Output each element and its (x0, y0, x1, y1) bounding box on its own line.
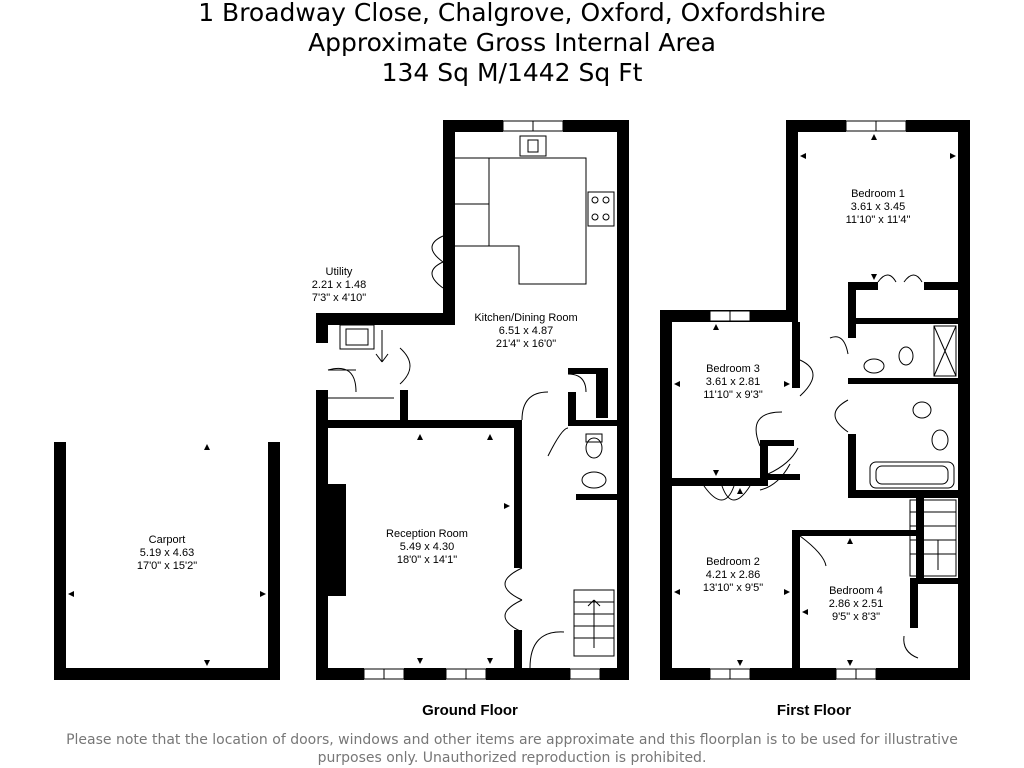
ground-floor-label: Ground Floor (422, 702, 518, 719)
carport-imperial: 17'0" x 15'2" (137, 560, 197, 572)
bedroom1-name: Bedroom 1 (851, 188, 905, 200)
first-floor-label: First Floor (777, 702, 851, 719)
carport-walls (54, 442, 280, 680)
ground-floor-walls (316, 120, 629, 680)
bedroom4-metric: 2.86 x 2.51 (829, 598, 883, 610)
bedroom2-metric: 4.21 x 2.86 (706, 569, 760, 581)
bedroom3-name: Bedroom 3 (706, 363, 760, 375)
fixtures (327, 135, 957, 669)
property-address: 1 Broadway Close, Chalgrove, Oxford, Oxf… (198, 0, 826, 27)
bedroom2-name: Bedroom 2 (706, 556, 760, 568)
room-labels: Utility 2.21 x 1.48 7'3" x 4'10" Kitchen… (137, 188, 911, 719)
disclaimer-line-2: purposes only. Unauthorized reproduction… (317, 750, 707, 766)
kitchen-name: Kitchen/Dining Room (474, 312, 577, 324)
window-bars (383, 121, 877, 679)
kitchen-metric: 6.51 x 4.87 (499, 325, 553, 337)
kitchen-imperial: 21'4" x 16'0" (496, 338, 556, 350)
bedroom1-metric: 3.61 x 3.45 (851, 201, 905, 213)
reception-imperial: 18'0" x 14'1" (397, 554, 457, 566)
utility-name: Utility (326, 266, 353, 278)
first-floor-walls (660, 120, 970, 680)
utility-metric: 2.21 x 1.48 (312, 279, 366, 291)
carport-name: Carport (149, 534, 186, 546)
reception-metric: 5.49 x 4.30 (400, 541, 454, 553)
bedroom4-name: Bedroom 4 (829, 585, 883, 597)
utility-imperial: 7'3" x 4'10" (312, 292, 366, 304)
bedroom2-imperial: 13'10" x 9'5" (703, 582, 763, 594)
disclaimer-line-1: Please note that the location of doors, … (66, 732, 958, 748)
area-value: 134 Sq M/1442 Sq Ft (381, 58, 643, 87)
reception-name: Reception Room (386, 528, 468, 540)
dimension-markers (68, 134, 956, 666)
bedroom3-metric: 3.61 x 2.81 (706, 376, 760, 388)
area-title: Approximate Gross Internal Area (308, 28, 716, 57)
carport-metric: 5.19 x 4.63 (140, 547, 194, 559)
bedroom4-imperial: 9'5" x 8'3" (832, 611, 880, 623)
bedroom3-imperial: 11'10" x 9'3" (703, 389, 763, 401)
bedroom1-imperial: 11'10" x 11'4" (846, 214, 911, 226)
